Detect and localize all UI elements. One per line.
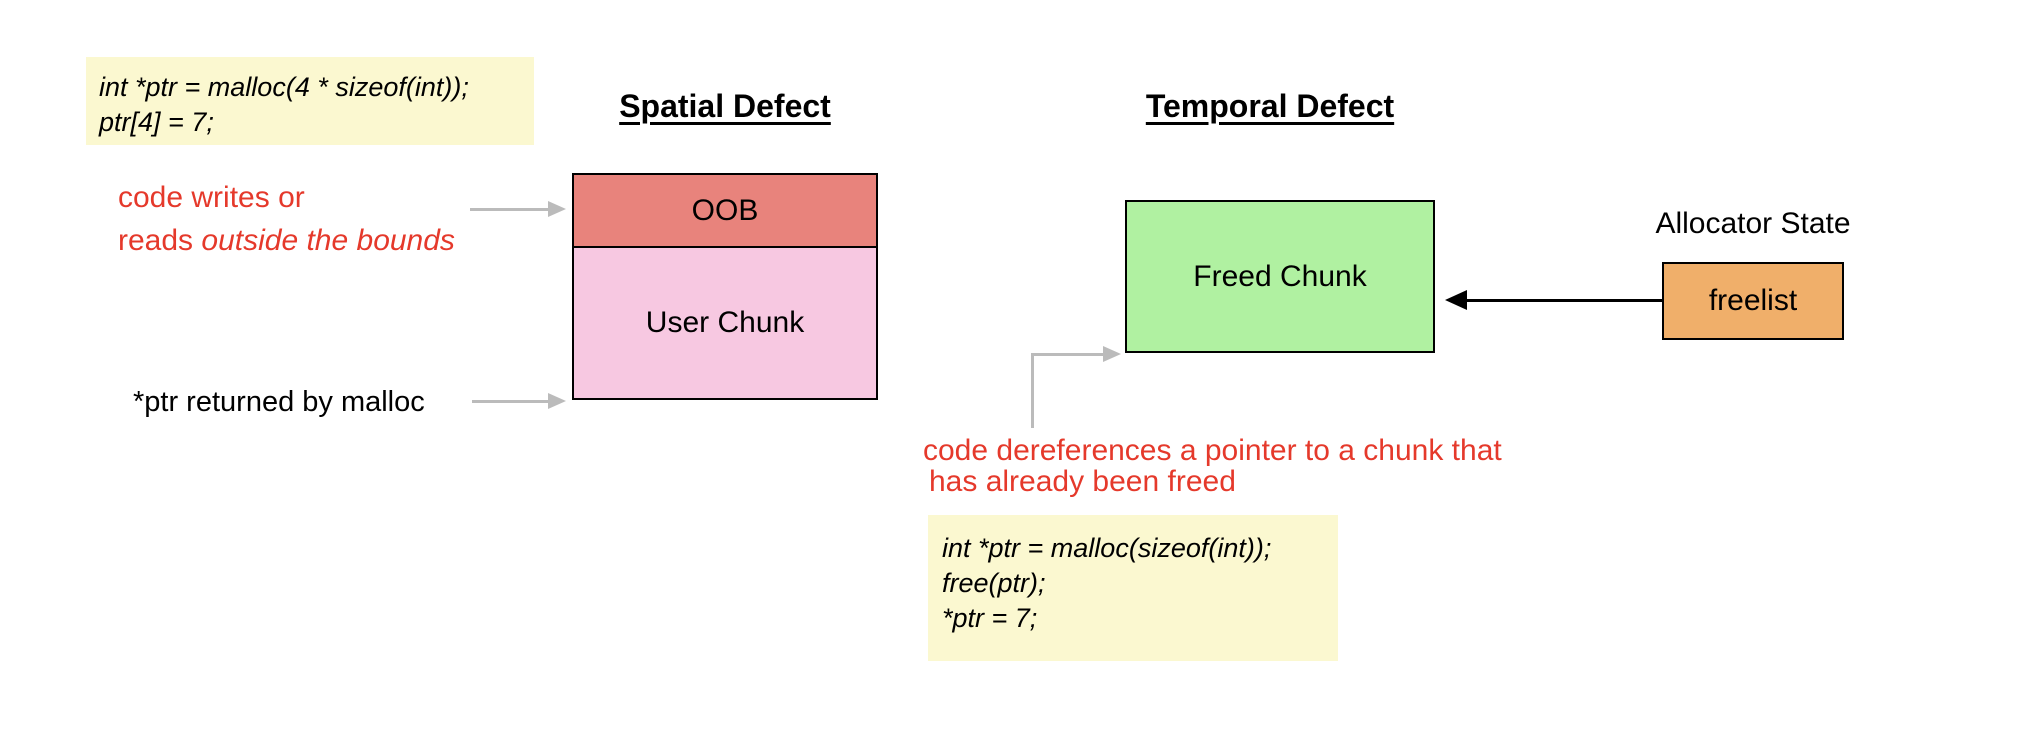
arrow-line (470, 208, 550, 211)
code-line: int *ptr = malloc(4 * sizeof(int)); (99, 72, 469, 102)
freelist-box: freelist (1662, 262, 1844, 340)
arrow-line (1031, 354, 1034, 428)
code-line: *ptr = 7; (942, 603, 1038, 633)
arrowhead-right-icon (1103, 346, 1121, 362)
arrow-line (1462, 299, 1662, 302)
oob-box: OOB (572, 173, 878, 248)
code-line: int *ptr = malloc(sizeof(int)); (942, 533, 1272, 563)
freed-chunk-box: Freed Chunk (1125, 200, 1435, 353)
dereference-annotation-line1: code dereferences a pointer to a chunk t… (923, 434, 1502, 467)
oob-annotation-line2: reads outside the bounds (118, 224, 455, 257)
freed-chunk-label: Freed Chunk (1193, 259, 1367, 293)
arrow-line (472, 400, 550, 403)
user-chunk-box: User Chunk (572, 246, 878, 400)
oob-annotation-line1: code writes or (118, 181, 305, 214)
malloc-pointer-label: *ptr returned by malloc (133, 386, 425, 418)
arrowhead-right-icon (548, 393, 566, 409)
user-chunk-label: User Chunk (645, 306, 805, 339)
oob-label: OOB (691, 193, 759, 227)
temporal-code-snippet: int *ptr = malloc(sizeof(int)); free(ptr… (928, 515, 1338, 661)
dereference-annotation: code dereferences a pointer to a chunk t… (923, 435, 1502, 497)
arrowhead-left-icon (1445, 290, 1467, 310)
allocator-state-label: Allocator State (1655, 207, 1851, 240)
code-line: free(ptr); (942, 568, 1046, 598)
spatial-code-snippet: int *ptr = malloc(4 * sizeof(int)); ptr[… (86, 57, 534, 145)
dereference-annotation-line2: has already been freed (929, 465, 1236, 498)
arrowhead-right-icon (548, 201, 566, 217)
oob-annotation: code writes or reads outside the bounds (118, 176, 455, 262)
temporal-defect-title: Temporal Defect (1145, 88, 1395, 124)
code-line: ptr[4] = 7; (99, 107, 214, 137)
arrow-line (1031, 353, 1105, 356)
freelist-label: freelist (1708, 284, 1798, 317)
spatial-defect-title: Spatial Defect (619, 88, 831, 124)
